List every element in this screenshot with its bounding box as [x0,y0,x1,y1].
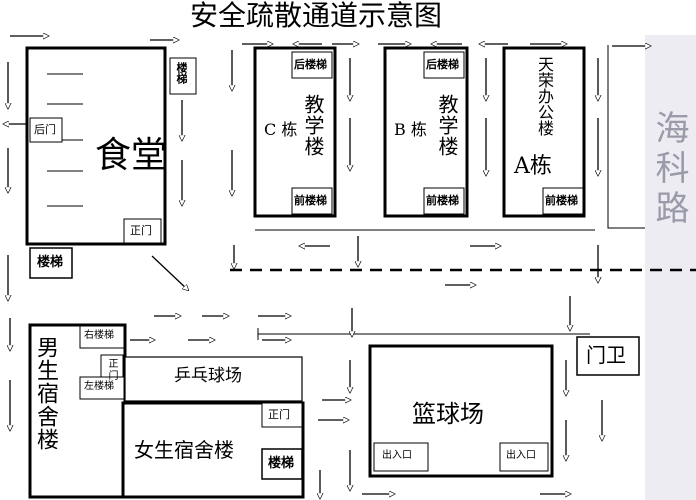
canteen-stairs-box [29,247,73,279]
building-b-name: 教学楼 [435,94,459,157]
boys-dorm-left-stairs-label: 左楼梯 [84,381,114,392]
girls-dorm-stairs-label: 楼梯 [268,456,295,471]
boys-dorm-front-door-label: 正门 [106,358,117,382]
canteen-front-door-box [123,218,162,244]
boys-dorm [28,323,127,499]
road-strip [645,35,696,500]
building-a-front-stairs-box [542,187,584,215]
building-c-name: 教学楼 [301,94,325,157]
building-a-code: A栋 [514,154,552,179]
pingpong-court [124,356,303,402]
basketball-exit-right-box [499,442,549,472]
evacuation-arrows [4,36,650,498]
boys-dorm-left-stairs-box [79,376,125,400]
building-c-front-stairs-box [291,187,333,215]
building-b-front-stairs-box [423,187,465,215]
boys-dorm-right-stairs-box [79,325,125,349]
canteen-back-door-label: 后门 [34,123,56,136]
building-b-front-stairs-label: 前楼梯 [426,194,459,207]
basketball-exit-left-label: 出入口 [382,450,412,461]
road-lines [255,45,645,340]
arrow [151,255,188,290]
building-b-code: B 栋 [394,120,427,139]
canteen-side-stairs-box [169,57,197,95]
canteen-stairs-label: 楼梯 [37,255,64,270]
boys-dorm-name: 男生宿舍楼 [33,336,58,451]
basketball-exit-left-box [373,442,429,472]
boys-dorm-right-stairs-label: 右楼梯 [84,330,114,341]
building-a-name: 天荣办公楼 [535,56,554,136]
basketball-exit-right-label: 出入口 [506,450,536,461]
page-title: 安全疏散通道示意图 [190,0,443,32]
girls-dorm-front-door-box [261,402,303,428]
girls-dorm-front-door-label: 正门 [268,408,290,421]
girls-dorm-name: 女生宿舍楼 [134,438,234,462]
canteen-building [25,46,167,246]
road-name: 海科路 [649,110,689,230]
building-c-back-stairs-box [291,51,333,79]
building-a-front-stairs-label: 前楼梯 [545,194,578,207]
building-b-back-stairs-box [423,51,465,79]
canteen-side-stairs-label: 楼梯 [175,62,188,84]
canteen-name: 食堂 [95,135,168,176]
guard-house [576,336,640,376]
canteen-back-door-box [29,117,63,143]
building-c-back-stairs-label: 后楼梯 [294,58,327,71]
pingpong-label: 乒乓球场 [174,366,242,386]
gate-label: 门卫 [586,343,626,367]
girls-dorm-stairs-box [261,448,303,480]
building-b-back-stairs-label: 后楼梯 [426,58,459,71]
building-c-code: C 栋 [264,120,298,139]
building-c-front-stairs-label: 前楼梯 [294,194,327,207]
basketball-name: 篮球场 [412,400,484,428]
canteen-front-door-label: 正门 [130,224,152,237]
